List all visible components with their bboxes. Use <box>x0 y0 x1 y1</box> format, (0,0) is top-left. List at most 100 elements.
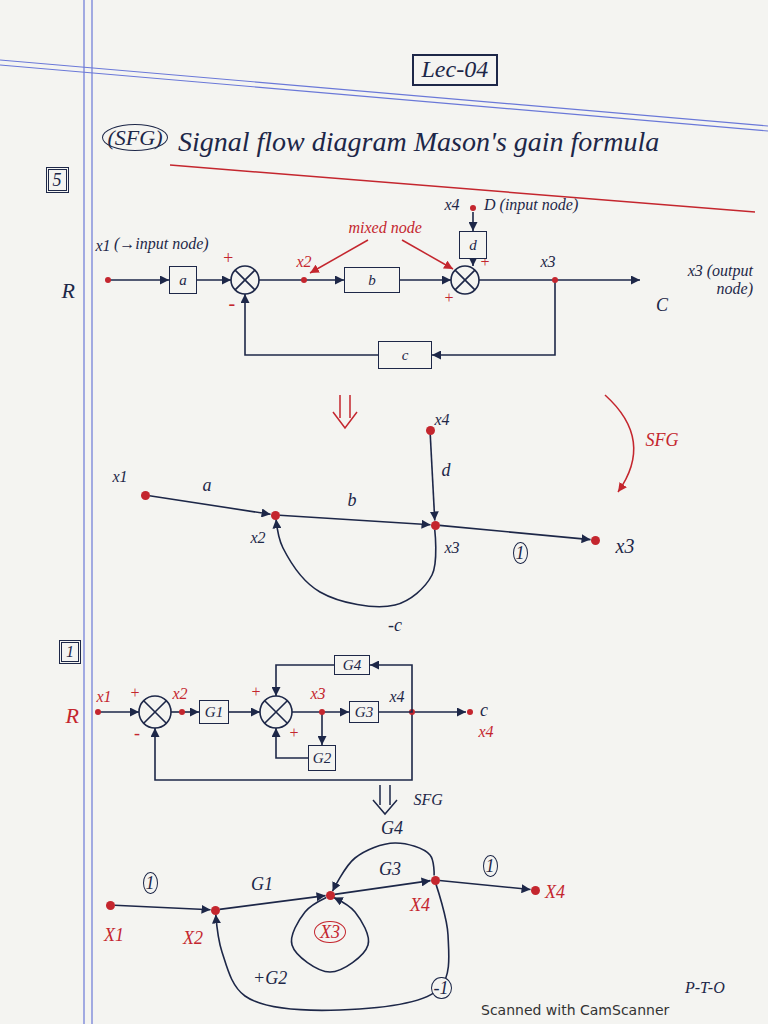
feedback-wire <box>432 280 555 355</box>
ruled-line <box>0 60 768 131</box>
node-name: G2 <box>313 750 331 767</box>
signal-wire <box>412 711 466 713</box>
branch-line <box>333 843 435 891</box>
note-label: (→input node) <box>114 235 209 253</box>
note-label: + <box>251 683 262 701</box>
transfer-block: G2 <box>308 745 336 771</box>
node-name: x1 <box>112 468 127 486</box>
summing-junction <box>139 696 171 728</box>
node-name: x3 <box>616 535 635 558</box>
node-name: x3 <box>444 539 459 557</box>
lecture-title: Lec-04 <box>412 54 499 86</box>
signal-wire <box>479 279 640 281</box>
node-name: c <box>402 347 409 364</box>
signal-wire <box>472 212 474 231</box>
note-label: P-T-O <box>685 979 725 997</box>
note-label: c <box>480 700 488 721</box>
note-label: - <box>229 292 236 315</box>
branch-line <box>291 898 368 972</box>
node-name: G4 <box>343 657 361 674</box>
summing-junction <box>260 696 292 728</box>
note-label: Scanned with CamScanner <box>481 1002 669 1018</box>
branch-gain: a <box>201 475 214 496</box>
note-label: Signal flow diagram Mason's gain formula <box>178 126 659 158</box>
signal-wire <box>98 711 139 713</box>
signal-dot <box>470 205 476 211</box>
node-name: x4 <box>434 411 449 429</box>
junction-cross <box>265 701 288 724</box>
signal-wire <box>472 259 474 266</box>
note-label: SFG <box>414 791 443 809</box>
branch-line <box>114 905 210 910</box>
note-label: x1 <box>96 237 111 255</box>
margin-line <box>84 0 92 1024</box>
transfer-block: G1 <box>199 700 229 724</box>
junction-cross <box>455 270 475 290</box>
junction-cross <box>144 701 167 724</box>
summing-junction <box>231 266 259 294</box>
note-label: - <box>134 723 140 744</box>
sfg-node: X3 <box>326 891 335 900</box>
feedback-wire <box>321 712 323 745</box>
node-name: X3 <box>314 921 346 944</box>
branch-line <box>439 525 590 539</box>
sfg-node: x1 <box>141 491 150 500</box>
node-name: G1 <box>205 704 223 721</box>
node-name: b <box>368 272 376 289</box>
branch-gain: G3 <box>377 859 403 880</box>
double-down-arrow <box>333 395 357 428</box>
summing-junction <box>451 266 479 294</box>
branch-gain: -1 <box>431 977 452 1000</box>
double-down-arrow <box>373 785 397 814</box>
node-name: x2 <box>250 529 265 547</box>
note-label: x4 <box>445 196 460 214</box>
branch-line <box>439 880 530 889</box>
node-name: G3 <box>355 704 373 721</box>
sfg-bracket <box>605 395 634 492</box>
signal-dot <box>95 709 101 715</box>
note-label: x4 <box>479 723 494 741</box>
note-label: C <box>656 295 668 316</box>
node-name: a <box>179 272 187 289</box>
junction-cross <box>235 270 255 290</box>
node-name: X1 <box>104 925 124 946</box>
note-label: SFG <box>646 430 679 451</box>
signal-dot <box>319 709 325 715</box>
transfer-block: b <box>344 267 400 293</box>
note-label: D (input node) <box>484 196 578 214</box>
sfg-node: x3 <box>431 521 440 530</box>
node-name: X4 <box>545 882 565 903</box>
pointer-arrow <box>402 240 453 269</box>
branch-gain: 1 <box>483 855 498 878</box>
note-label: + <box>289 724 300 742</box>
note-label: + <box>444 289 455 307</box>
note-label: + <box>130 684 141 702</box>
transfer-block: c <box>378 341 432 369</box>
note-label: x3 (output node) <box>648 262 753 299</box>
branch-line <box>216 884 449 1010</box>
transfer-block: d <box>459 231 487 259</box>
sfg-node: X4 <box>531 886 540 895</box>
transfer-block: G3 <box>349 701 379 723</box>
signal-wire <box>400 279 451 281</box>
note-label: x1 <box>97 688 112 706</box>
note-label: x4 <box>390 688 405 706</box>
branch-line <box>279 515 430 524</box>
note-label: x2 <box>297 253 312 271</box>
signal-dot <box>552 277 558 283</box>
signal-dot <box>301 277 307 283</box>
branch-gain: b <box>346 490 359 511</box>
note-label: R <box>66 703 79 728</box>
transfer-block: a <box>169 266 197 294</box>
heading-underline <box>170 165 755 212</box>
branch-gain: 1 <box>513 542 528 565</box>
branch-line <box>334 881 430 895</box>
feedback-wire <box>245 294 378 355</box>
note-label: x3 <box>311 685 326 703</box>
note-label: mixed node <box>349 219 422 237</box>
signal-dot <box>467 709 473 715</box>
signal-wire <box>108 279 169 281</box>
branch-line <box>430 434 435 520</box>
signal-wire <box>229 711 260 713</box>
